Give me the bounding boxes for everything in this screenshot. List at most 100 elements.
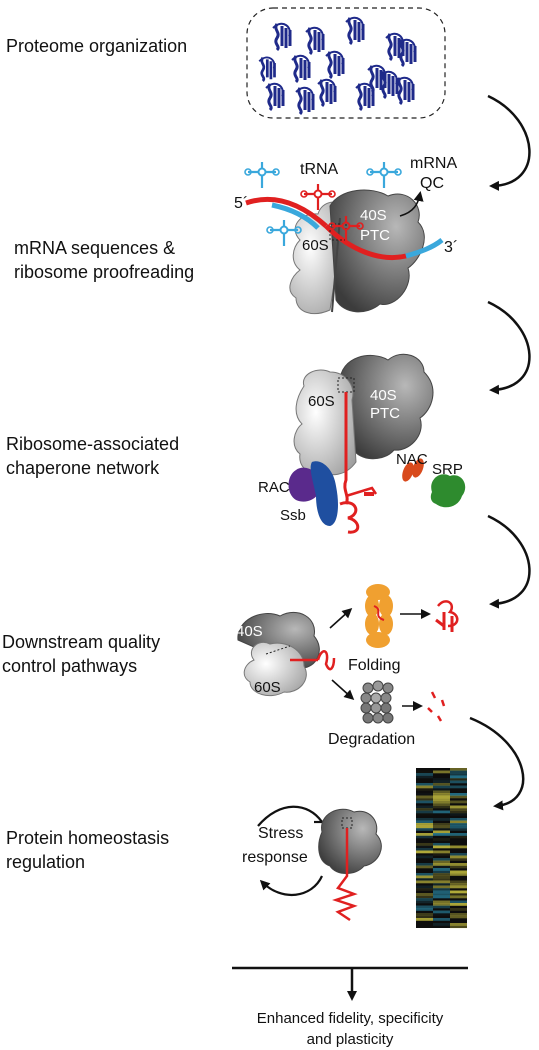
heatmap-cell (433, 863, 450, 866)
heatmap-cell (450, 925, 467, 929)
heatmap-cell (433, 875, 450, 879)
ssb-chaperone (310, 461, 338, 526)
heatmap-cell (416, 863, 433, 866)
nac-complex (402, 462, 414, 482)
heatmap-cell (433, 825, 450, 829)
heatmap-cell (450, 813, 467, 816)
ptc-label-2: PTC (370, 405, 400, 422)
heatmap-cell (416, 820, 433, 824)
heatmap-cell (416, 850, 433, 854)
heatmap-cell (450, 853, 467, 856)
ptc-label: PTC (360, 227, 390, 244)
srp-label: SRP (432, 461, 463, 478)
heatmap-cell (416, 915, 433, 919)
heatmap-cell (450, 903, 467, 906)
heatmap-cell (450, 895, 467, 899)
nac-label: NAC (396, 451, 428, 468)
flow-arrow-1 (487, 94, 531, 191)
stage-label-proteome-organization: Proteome organization (6, 36, 188, 56)
heatmap-cell (416, 808, 433, 811)
heatmap-cell (450, 795, 467, 799)
heatmap-cell (416, 885, 433, 889)
heatmap-cell (416, 905, 433, 909)
flow-arrow-4 (469, 716, 525, 811)
heatmap-cell (450, 833, 467, 836)
stage-label-homeostasis-regulation: Protein homeostasis regulation (6, 828, 170, 872)
rac-label: RAC (258, 479, 290, 496)
heatmap-cell (450, 908, 467, 911)
heatmap-cell (433, 878, 450, 881)
heatmap-cell (416, 775, 433, 779)
ssb-label: Ssb (280, 507, 306, 524)
heatmap-cell (450, 880, 467, 884)
heatmap-cell (416, 893, 433, 896)
heatmap-cell (450, 855, 467, 859)
trna-label: tRNA (300, 161, 339, 178)
heatmap-cell (416, 813, 433, 816)
heatmap-cell (450, 873, 467, 876)
heatmap-cell (433, 795, 450, 799)
heatmap-cell (416, 843, 433, 846)
heatmap-cell (416, 845, 433, 849)
ribosome-stage-5 (318, 808, 382, 874)
heatmap-cell (416, 880, 433, 884)
five-prime-label: 5´ (234, 195, 248, 212)
heatmap-cell (450, 775, 467, 779)
heatmap-cell (433, 843, 450, 846)
heatmap-cell (450, 823, 467, 826)
heatmap-cell (450, 835, 467, 839)
expression-heatmap (416, 768, 467, 929)
feedback-activation-arc (259, 875, 324, 896)
heatmap-cell (433, 805, 450, 809)
heatmap-cell (433, 833, 450, 836)
heatmap-cell (433, 778, 450, 781)
folding-label: Folding (348, 657, 400, 674)
heatmap-cell (416, 900, 433, 904)
heatmap-cell (450, 885, 467, 889)
heatmap-cell (433, 810, 450, 814)
heatmap-cell (433, 808, 450, 811)
heatmap-cell (416, 918, 433, 921)
ribosome-40s-label-2: 40S (370, 387, 397, 404)
mrna-strand-3prime (405, 238, 444, 259)
heatmap-cell (416, 818, 433, 821)
heatmap-cell (433, 873, 450, 876)
heatmap-cell (416, 908, 433, 911)
heatmap-cell (416, 788, 433, 791)
feedback-inhibition-arc (257, 805, 323, 827)
heatmap-cell (433, 868, 450, 871)
heatmap-cell (416, 841, 433, 844)
heatmap-cell (450, 785, 467, 789)
heatmap-cell (433, 803, 450, 806)
heatmap-cell (416, 833, 433, 836)
heatmap-cell (433, 850, 450, 854)
heatmap-cell (433, 828, 450, 831)
heatmap-cell (416, 835, 433, 839)
heatmap-cell (433, 910, 450, 914)
degradation-label: Degradation (328, 731, 415, 748)
heatmap-cell (433, 780, 450, 784)
heatmap-cell (433, 905, 450, 909)
ribosome-60s-label: 60S (302, 237, 329, 254)
stress-response-label-line1: Stress (258, 825, 303, 842)
ribosome-60s-label-2: 60S (308, 393, 335, 410)
mrna-strand-blue-segment (271, 202, 320, 230)
heatmap-cell (416, 795, 433, 799)
heatmap-cell (450, 800, 467, 804)
heatmap-cell (416, 895, 433, 899)
heatmap-cell (433, 845, 450, 849)
heatmap-cell (433, 893, 450, 896)
heatmap-cell (433, 888, 450, 891)
heatmap-cell (433, 783, 450, 786)
heatmap-cell (433, 860, 450, 864)
mrna-strand-5prime (245, 196, 328, 228)
heatmap-cell (433, 918, 450, 921)
srp-particle (430, 474, 466, 508)
heatmap-cell (450, 865, 467, 869)
heatmap-cell (433, 885, 450, 889)
peptide-fragments-icon (427, 691, 446, 722)
heatmap-cell (416, 898, 433, 901)
heatmap-cell (450, 870, 467, 874)
heatmap-cell (416, 823, 433, 826)
